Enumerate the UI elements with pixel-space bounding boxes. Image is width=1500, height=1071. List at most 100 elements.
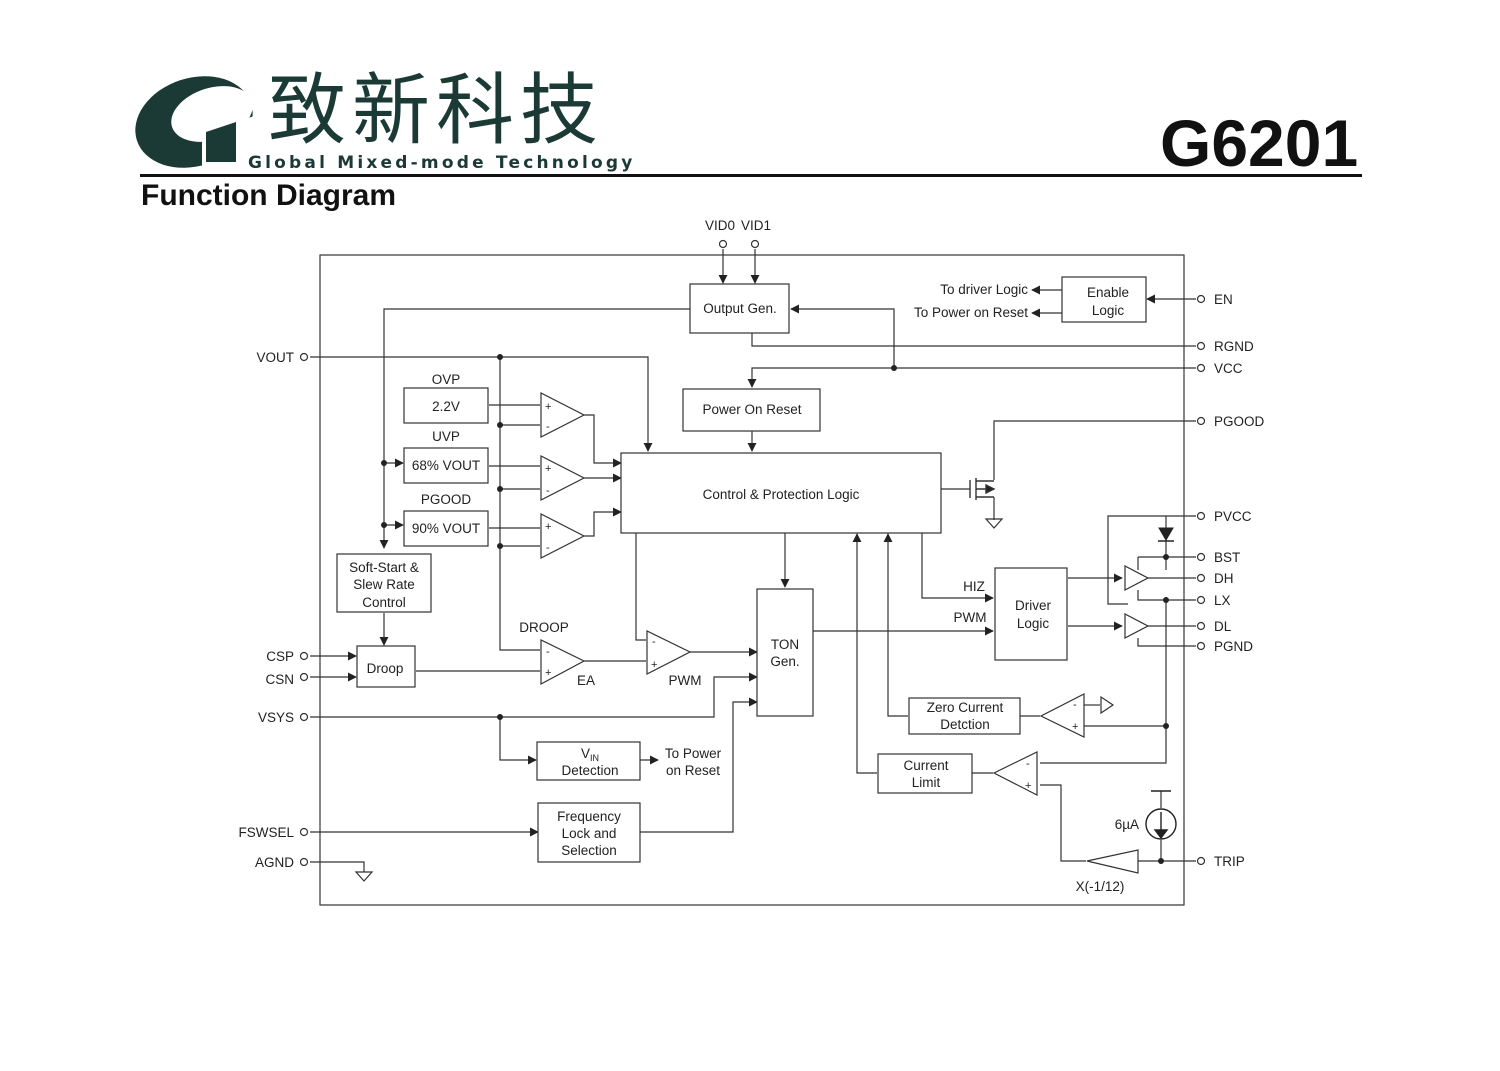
uvp-plus-sign: + (545, 463, 551, 475)
ovp-minus-sign: - (546, 421, 550, 433)
pin-bst-label: BST (1214, 550, 1240, 565)
header-rule (140, 174, 1362, 177)
pgood-mosfet (969, 478, 996, 500)
company-logo (135, 76, 254, 168)
ton-gen-block (756, 588, 814, 717)
company-name-english: Global Mixed-mode Technology (248, 153, 636, 173)
pgood-plus-sign: + (545, 521, 551, 533)
pin-vsys-label: VSYS (258, 710, 294, 725)
on-reset-label: on Reset (666, 763, 720, 778)
pin-markers (299, 239, 1206, 867)
pin-en-label: EN (1214, 292, 1233, 307)
current-limit-comparator (992, 751, 1038, 796)
ovp-ref-block (403, 387, 489, 424)
pin-fswsel-label: FSWSEL (238, 825, 294, 840)
zero-current-comparator (1039, 693, 1085, 738)
to-power-label: To Power (665, 746, 722, 761)
current-limit-label-1: Current (903, 758, 948, 773)
gain-amplifier (1086, 849, 1139, 874)
pgood-comparator (540, 513, 586, 559)
to-power-on-reset-label: To Power on Reset (914, 305, 1028, 320)
pgood-label: PGOOD (421, 492, 472, 507)
pwm-signal-label: PWM (954, 610, 987, 625)
dl-driver (1124, 613, 1150, 639)
enable-logic-label-1: Enable (1087, 285, 1129, 300)
gain-label: X(-1/12) (1076, 879, 1125, 894)
to-driver-logic-label: To driver Logic (940, 282, 1028, 297)
agnd-ground-symbol (354, 871, 374, 882)
pin-agnd-label: AGND (255, 855, 294, 870)
ovp-label: OVP (432, 372, 461, 387)
power-on-reset-block (682, 388, 821, 432)
chip-boundary (319, 254, 1185, 906)
zero-current-block (908, 697, 1021, 735)
output-gen-label: Output Gen. (703, 301, 777, 316)
freq-lock-block (537, 802, 641, 863)
enable-logic-block (1061, 276, 1147, 323)
droop-label: Droop (367, 661, 404, 676)
pin-dl-label: DL (1214, 619, 1232, 634)
freq-lock-label-2: Lock and (562, 826, 617, 841)
droop-section-label: DROOP (519, 620, 569, 635)
soft-start-label-1: Soft-Start & (349, 560, 419, 575)
junctions (381, 354, 1169, 864)
soft-start-label-3: Control (362, 595, 406, 610)
soft-start-label-2: Slew Rate (353, 577, 415, 592)
part-number: G6201 (1160, 106, 1359, 180)
output-gen-block (689, 283, 790, 334)
pin-trip-label: TRIP (1214, 854, 1245, 869)
uvp-ref-label: 68% VOUT (412, 458, 480, 473)
ea-label: EA (577, 673, 595, 688)
wiring (310, 249, 1196, 872)
pin-vid1-label: VID1 (741, 218, 771, 233)
bootstrap-diode (1158, 527, 1174, 542)
uvp-ref-block (403, 447, 489, 484)
pin-dh-label: DH (1214, 571, 1234, 586)
vin-detection-block (536, 741, 641, 781)
uvp-comparator (540, 455, 586, 501)
ton-gen-label-2: Gen. (770, 654, 799, 669)
pin-pgnd-label: PGND (1214, 639, 1253, 654)
vin-detection-label-v: V (581, 746, 590, 761)
pgood-ref-label: 90% VOUT (412, 521, 480, 536)
power-on-reset-label: Power On Reset (702, 402, 801, 417)
uvp-minus-sign: - (546, 485, 550, 497)
current-limit-label-2: Limit (912, 775, 941, 790)
ovp-ref-label: 2.2V (432, 399, 460, 414)
zcd-plus-sign: + (1072, 721, 1078, 733)
ovp-comparator (540, 392, 586, 438)
pin-vcc-label: VCC (1214, 361, 1243, 376)
enable-logic-label-2: Logic (1092, 303, 1125, 318)
ea-minus-sign: - (546, 646, 550, 658)
pgood-minus-sign: - (546, 542, 550, 554)
control-logic-block (620, 452, 942, 534)
zero-current-label-2: Detction (940, 717, 990, 732)
pin-vout-label: VOUT (256, 350, 294, 365)
current-limit-block (877, 753, 973, 794)
current-source (1145, 790, 1177, 840)
soft-start-block (336, 553, 432, 613)
pwm-plus-sign: + (651, 659, 657, 671)
uvp-label: UVP (432, 429, 460, 444)
zero-current-label-1: Zero Current (927, 700, 1004, 715)
pin-vid0-label: VID0 (705, 218, 735, 233)
pin-csn-label: CSN (265, 672, 294, 687)
dh-driver (1124, 565, 1150, 591)
ton-gen-label-1: TON (771, 637, 799, 652)
pwm-comp-label: PWM (669, 673, 702, 688)
control-logic-label: Control & Protection Logic (703, 487, 860, 502)
pwm-comparator (646, 630, 692, 675)
pin-csp-label: CSP (266, 649, 294, 664)
ea-amplifier (540, 639, 586, 686)
driver-logic-block (994, 567, 1068, 661)
pgood-ref-block (403, 510, 489, 547)
pin-rgnd-label: RGND (1214, 339, 1254, 354)
hiz-label: HIZ (963, 579, 985, 594)
zcd-output-buffer (1100, 695, 1115, 715)
driver-logic-label-1: Driver (1015, 598, 1052, 613)
company-name-chinese: 致新科技 (268, 66, 605, 156)
ilim-minus-sign: - (1026, 758, 1030, 770)
ovp-plus-sign: + (545, 401, 551, 413)
